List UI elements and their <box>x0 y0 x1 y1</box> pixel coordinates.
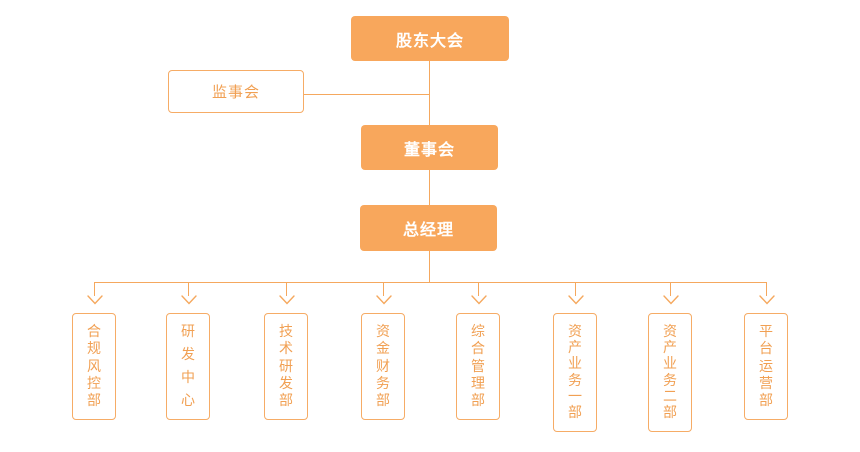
dept-label: 技术研发部 <box>279 324 293 409</box>
connector-supervisory-branch <box>303 94 430 95</box>
dept-label: 综合管理部 <box>471 324 485 409</box>
node-supervisory-board: 监事会 <box>168 70 304 113</box>
node-general-manager: 总经理 <box>360 205 497 251</box>
connector-drop-5 <box>478 282 479 296</box>
arrow-down-icon <box>759 295 775 305</box>
connector-drop-6 <box>575 282 576 296</box>
connector-drop-1 <box>94 282 95 296</box>
dept-tech-rd: 技术研发部 <box>264 313 308 420</box>
dept-label: 资产业务一部 <box>568 324 582 421</box>
node-shareholders-meeting: 股东大会 <box>351 16 509 61</box>
connector-gm-to-bus <box>429 250 430 282</box>
connector-drop-2 <box>188 282 189 296</box>
dept-general-management: 综合管理部 <box>456 313 500 420</box>
connector-bus <box>94 282 767 283</box>
dept-label: 研发中心 <box>181 324 195 409</box>
node-label: 股东大会 <box>395 30 464 50</box>
dept-capital-finance: 资金财务部 <box>361 313 405 420</box>
connector-board-to-gm <box>429 170 430 206</box>
arrow-down-icon <box>376 295 392 305</box>
arrow-down-icon <box>279 295 295 305</box>
dept-label: 合规风控部 <box>87 324 101 409</box>
connector-drop-3 <box>286 282 287 296</box>
connector-drop-7 <box>670 282 671 296</box>
arrow-down-icon <box>663 295 679 305</box>
node-label: 监事会 <box>211 83 260 101</box>
dept-platform-operations: 平台运营部 <box>744 313 788 420</box>
node-board-of-directors: 董事会 <box>361 125 498 170</box>
connector-shareholders-to-board <box>429 61 430 125</box>
dept-label: 平台运营部 <box>759 324 773 409</box>
dept-label: 资金财务部 <box>376 324 390 409</box>
dept-asset-business-2: 资产业务二部 <box>648 313 692 432</box>
arrow-down-icon <box>181 295 197 305</box>
dept-compliance-risk-control: 合规风控部 <box>72 313 116 420</box>
connector-drop-4 <box>383 282 384 296</box>
dept-rd-center: 研发中心 <box>166 313 210 420</box>
dept-label: 资产业务二部 <box>663 324 677 421</box>
node-label: 总经理 <box>402 220 454 239</box>
arrow-down-icon <box>87 295 103 305</box>
arrow-down-icon <box>568 295 584 305</box>
connector-drop-8 <box>766 282 767 296</box>
arrow-down-icon <box>471 295 487 305</box>
dept-asset-business-1: 资产业务一部 <box>553 313 597 432</box>
node-label: 董事会 <box>403 139 455 159</box>
